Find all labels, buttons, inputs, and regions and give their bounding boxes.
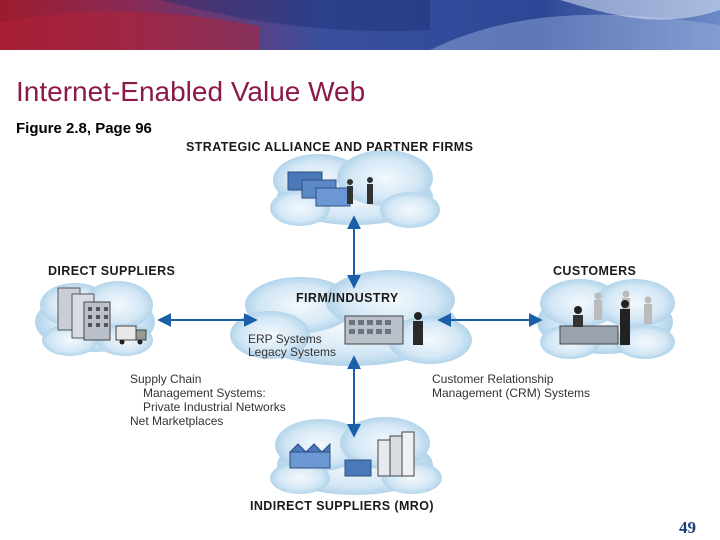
slide-title: Internet-Enabled Value Web [16,76,366,107]
scm-text-line-2: Management Systems: [143,386,266,400]
cloud-right [537,279,675,359]
indirect-suppliers-icon [288,431,415,477]
crm-text-line-1: Customer Relationship [432,372,554,386]
center-system-erp: ERP Systems [248,332,322,346]
firm-industry-icon [344,312,423,345]
figure-reference: Figure 2.8, Page 96 [16,120,152,137]
node-label-top: STRATEGIC ALLIANCE AND PARTNER FIRMS [186,140,473,154]
node-label-center: FIRM/INDUSTRY [296,291,399,305]
node-label-left: DIRECT SUPPLIERS [48,264,175,278]
header-banner [0,0,720,50]
center-system-legacy: Legacy Systems [248,345,336,359]
direct-suppliers-icon [57,287,147,345]
scm-text-line-1: Supply Chain [130,372,201,386]
crm-text-line-2: Management (CRM) Systems [432,386,590,400]
customers-icon [559,290,652,345]
partner-firms-icon [287,171,373,207]
node-label-bottom: INDIRECT SUPPLIERS (MRO) [250,499,434,513]
scm-text-line-4: Net Marketplaces [130,414,223,428]
page-number: 49 [679,518,696,537]
node-label-right: CUSTOMERS [553,264,636,278]
scm-text-line-3: Private Industrial Networks [143,400,286,414]
